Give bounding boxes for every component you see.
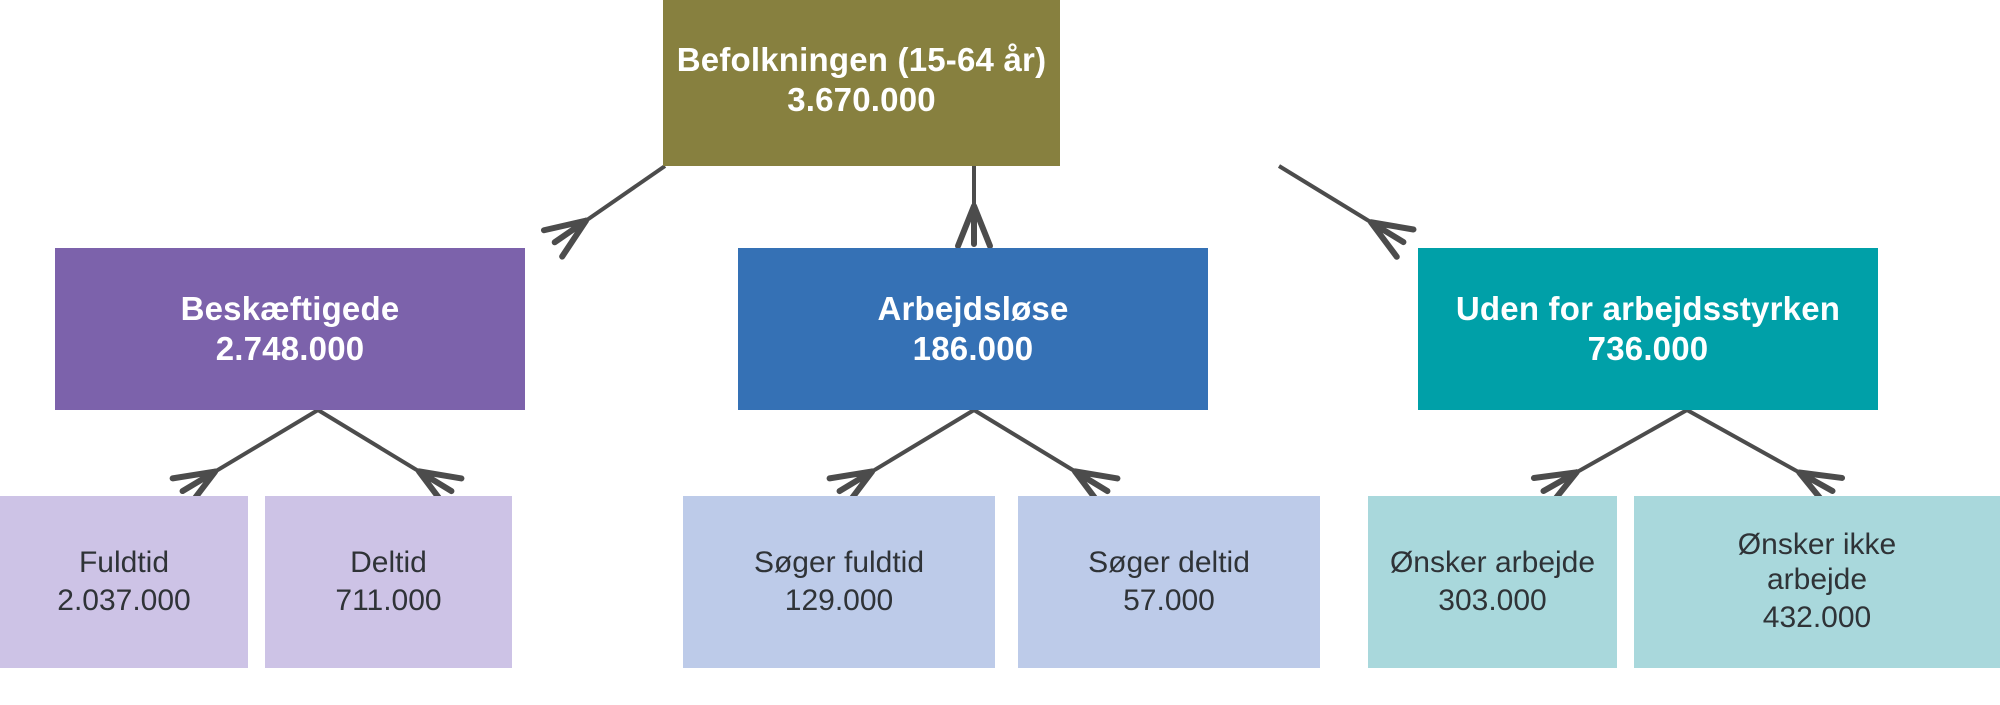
node-parttime-value: 711.000 — [335, 583, 442, 617]
arrow-unemployed-to-seeking-parttime — [972, 408, 1121, 509]
node-seeking-fulltime-value: 129.000 — [784, 583, 894, 617]
node-unemployed-value: 186.000 — [912, 330, 1034, 367]
node-seeking-parttime-label: Søger deltid — [1088, 545, 1250, 579]
node-fulltime-label: Fuldtid — [78, 545, 170, 579]
node-parttime-label: Deltid — [350, 545, 427, 579]
node-wants-work: Ønsker arbejde 303.000 — [1368, 496, 1617, 668]
node-outside-labour-force-value: 736.000 — [1587, 330, 1709, 367]
node-outside-labour-force-label: Uden for arbejdsstyrken — [1455, 289, 1841, 327]
node-seeking-parttime-value: 57.000 — [1123, 583, 1215, 617]
node-does-not-want-work-label: Ønsker ikke arbejde — [1737, 528, 1897, 597]
node-employed-label: Beskæftigede — [180, 289, 400, 327]
arrow-outside-to-wants-work — [1530, 408, 1688, 509]
node-employed: Beskæftigede 2.748.000 — [55, 248, 525, 410]
node-seeking-fulltime-label: Søger fuldtid — [753, 545, 925, 579]
node-wants-work-value: 303.000 — [1438, 583, 1547, 617]
node-outside-labour-force: Uden for arbejdsstyrken 736.000 — [1418, 248, 1878, 410]
node-wants-work-label: Ønsker arbejde — [1389, 545, 1596, 579]
node-employed-value: 2.748.000 — [215, 330, 365, 367]
node-fulltime: Fuldtid 2.037.000 — [0, 496, 248, 668]
arrow-outside-to-no-wants-work — [1686, 408, 1846, 509]
arrow-unemployed-to-seeking-fulltime — [826, 408, 976, 509]
node-seeking-fulltime: Søger fuldtid 129.000 — [683, 496, 995, 668]
arrow-employed-to-fulltime — [169, 408, 320, 509]
node-does-not-want-work: Ønsker ikke arbejde 432.000 — [1634, 496, 2000, 668]
arrow-employed-to-parttime — [316, 408, 465, 509]
arrow-root-to-outside — [1277, 164, 1417, 260]
node-population: Befolkningen (15-64 år) 3.670.000 — [663, 0, 1060, 166]
node-population-value: 3.670.000 — [787, 81, 936, 118]
node-unemployed: Arbejdsløse 186.000 — [738, 248, 1208, 410]
node-unemployed-label: Arbejdsløse — [877, 289, 1069, 327]
node-seeking-parttime: Søger deltid 57.000 — [1018, 496, 1320, 668]
node-fulltime-value: 2.037.000 — [57, 583, 191, 617]
node-population-label: Befolkningen (15-64 år) — [676, 40, 1047, 78]
node-does-not-want-work-value: 432.000 — [1762, 600, 1872, 634]
arrow-root-to-employed — [540, 164, 667, 260]
node-parttime: Deltid 711.000 — [265, 496, 512, 668]
